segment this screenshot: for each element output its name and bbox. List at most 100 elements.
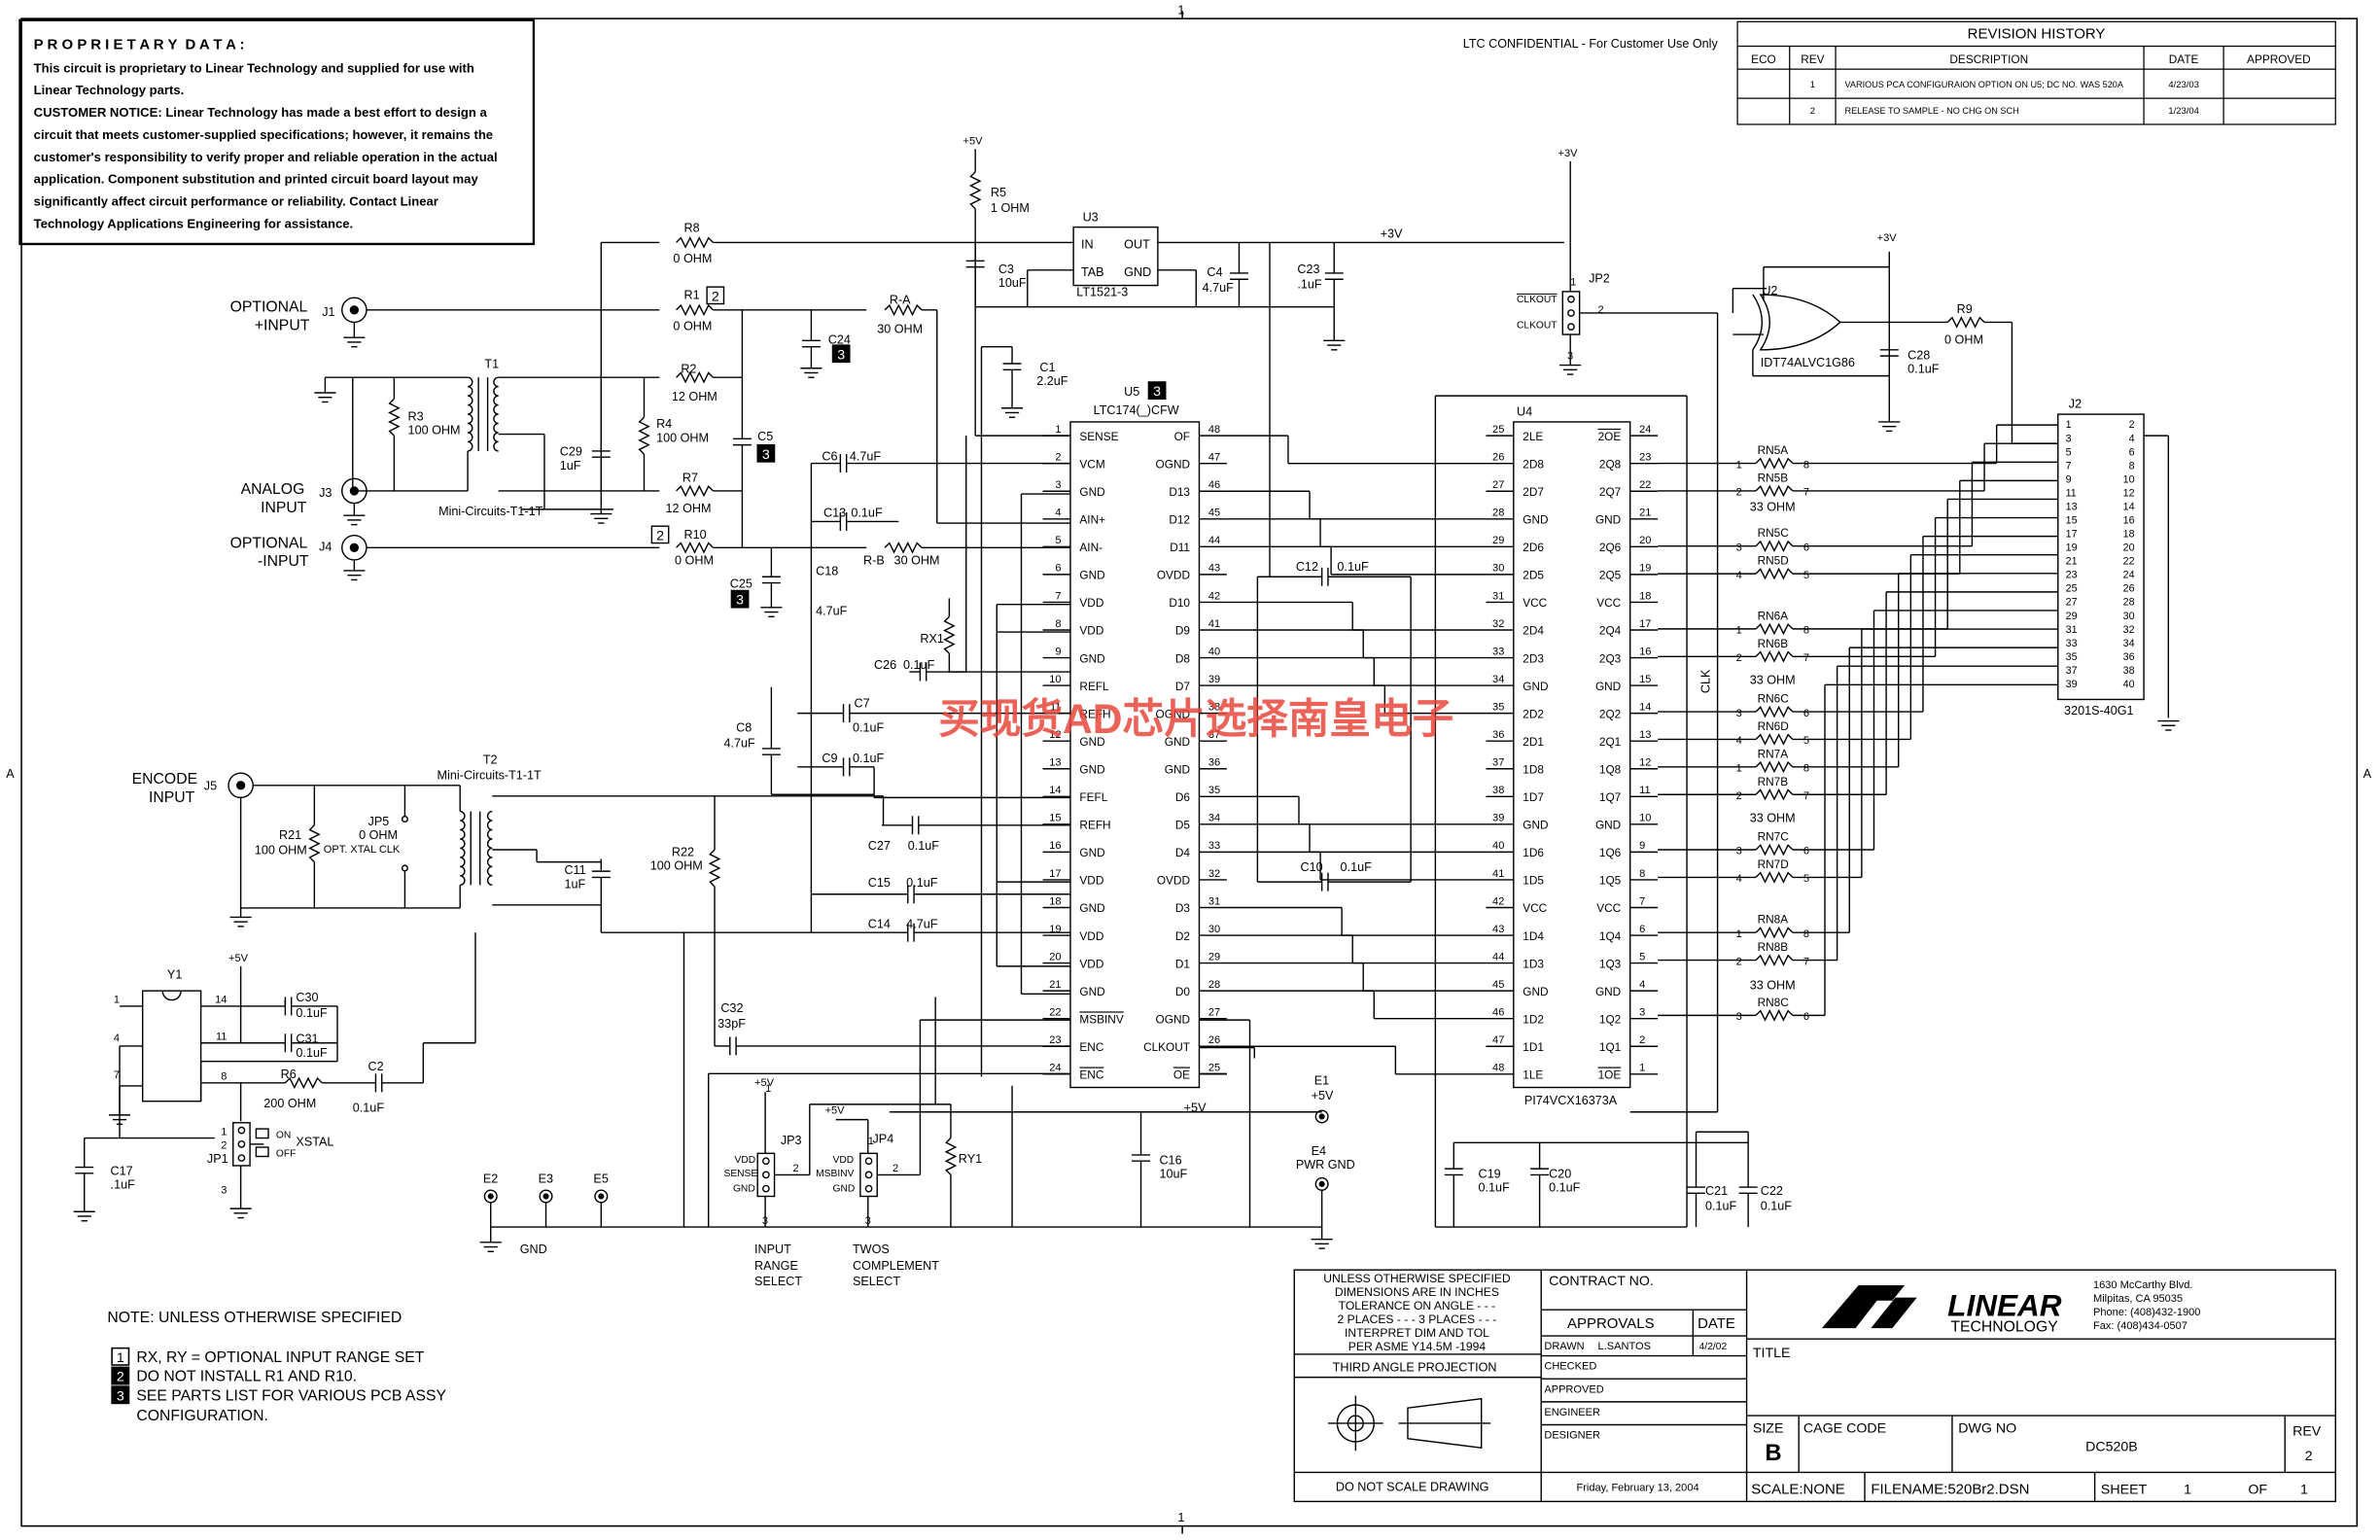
- u5-pin-name: OVDD: [1157, 569, 1190, 582]
- logo-sub: TECHNOLOGY: [1950, 1318, 2058, 1335]
- proprietary-notice: P R O P R I E T A R Y D A T A : This cir…: [18, 18, 536, 246]
- note-number-box: [111, 1385, 130, 1405]
- label-r3v: 100 OHM: [408, 424, 461, 438]
- label-t2: T2: [483, 753, 498, 767]
- u5-pin-number: 30: [1208, 924, 1220, 935]
- rn-pin-right: 7: [1803, 652, 1809, 664]
- u4-pin-number: 1: [1639, 1063, 1645, 1074]
- u4-pin-name: 2D8: [1522, 457, 1544, 471]
- config-jumpers: [490, 997, 1322, 1228]
- label-c29: C29: [560, 445, 582, 459]
- label-u3-part: LT1521-3: [1076, 286, 1128, 299]
- u5-pin-name: D7: [1175, 680, 1190, 693]
- label-u5-part: LTC174(_)CFW: [1094, 403, 1179, 417]
- label-r21: R21: [279, 828, 301, 842]
- label-c5: C5: [757, 430, 773, 443]
- u5-pin-number: 38: [1208, 701, 1220, 713]
- u5-pin-name: AIN-: [1079, 541, 1102, 554]
- notes-title: NOTE: UNLESS OTHERWISE SPECIFIED: [107, 1310, 402, 1326]
- u5-pin-number: 5: [1055, 535, 1061, 546]
- note-text: RX, RY = OPTIONAL INPUT RANGE SET: [136, 1349, 424, 1366]
- u5-pin-number: 19: [1049, 924, 1061, 935]
- label-box-u5: 3: [1153, 384, 1161, 400]
- label-p5v-rail: +5V: [1184, 1102, 1207, 1115]
- rn-pin-left: 4: [1736, 735, 1742, 747]
- u4-pin-number: 39: [1492, 813, 1504, 824]
- rn-ref: RN5B: [1758, 471, 1789, 484]
- u4-pin-number: 5: [1639, 951, 1645, 962]
- label-c8v: 4.7uF: [723, 736, 755, 750]
- rn-ref: RN6B: [1758, 637, 1789, 650]
- label-c11v: 1uF: [564, 877, 585, 891]
- label-r6v: 200 OHM: [263, 1097, 316, 1110]
- label-twos-1: TWOS: [853, 1242, 890, 1256]
- note-text: DO NOT INSTALL R1 AND R10.: [136, 1369, 357, 1385]
- rn-resistor: [1755, 954, 1794, 966]
- label-c27: C27: [868, 839, 891, 853]
- u5-pin-name: VDD: [1079, 596, 1103, 610]
- u5-pin-name: VDD: [1079, 929, 1103, 943]
- jp2-pin-number: 3: [1567, 350, 1573, 362]
- do-not-scale: DO NOT SCALE DRAWING: [1336, 1480, 1489, 1493]
- label-r22: R22: [672, 845, 694, 858]
- u5-pin-name: VDD: [1079, 957, 1103, 970]
- size-value: B: [1765, 1441, 1781, 1466]
- label-encode-1: ENCODE: [132, 771, 197, 788]
- u5-pin-name: OVDD: [1157, 874, 1190, 888]
- zone-top: 1: [1177, 3, 1184, 17]
- rn-resistor: [1755, 926, 1794, 939]
- label-r8: R8: [683, 221, 699, 234]
- rn-pin-left: 2: [1736, 790, 1742, 802]
- j2-pin-even: 32: [2123, 624, 2135, 636]
- label-u3-tab: TAB: [1081, 265, 1104, 279]
- label-c7v: 0.1uF: [853, 721, 885, 735]
- u5-pin-name: OGND: [1156, 457, 1190, 471]
- label-p5v-jp3: +5V: [754, 1077, 775, 1089]
- note-number: 1: [117, 1350, 124, 1366]
- proprietary-line: This circuit is proprietary to Linear Te…: [34, 60, 474, 75]
- label-input-range-3: SELECT: [754, 1275, 802, 1288]
- label-c24: C24: [828, 333, 851, 347]
- u4-pin-number: 33: [1492, 646, 1504, 657]
- label-r5: R5: [991, 186, 1006, 199]
- y1-pin-number: 14: [215, 995, 227, 1006]
- drawn-date: 4/2/02: [1699, 1342, 1728, 1352]
- rn-resistor: [1755, 1009, 1794, 1022]
- u5-pin-name: D0: [1175, 985, 1191, 998]
- revision-history-title: REVISION HISTORY: [1968, 26, 2106, 43]
- rn-pin-left: 3: [1736, 542, 1742, 553]
- label-c19v: 0.1uF: [1479, 1181, 1511, 1195]
- label-c25: C25: [730, 577, 752, 590]
- label-analog-2: INPUT: [261, 500, 307, 516]
- u5-pin-name: GND: [1079, 985, 1104, 998]
- label-c16: C16: [1159, 1153, 1181, 1167]
- j2-pin-odd: 7: [2066, 460, 2072, 472]
- u5-pin-name: GND: [1079, 485, 1104, 499]
- j2-pin-odd: 3: [2066, 433, 2072, 444]
- u5-pin-name: GND: [1165, 735, 1190, 749]
- u4-pin-name: 1Q7: [1599, 790, 1621, 804]
- j2-pin-odd: 5: [2066, 446, 2072, 458]
- u4-pin-number: 46: [1492, 1007, 1504, 1019]
- rn-pin-left: 3: [1736, 1011, 1742, 1023]
- j2-pin-even: 26: [2123, 583, 2135, 595]
- label-c1v: 2.2uF: [1036, 374, 1068, 388]
- u4-pin-name: 2Q2: [1599, 707, 1621, 720]
- label-u3-in: IN: [1081, 238, 1094, 252]
- rn-resistor: [1755, 760, 1794, 774]
- filename: FILENAME:520Br2.DSN: [1871, 1481, 2029, 1497]
- rn-ref: RN8B: [1758, 940, 1789, 954]
- label-c9v: 0.1uF: [853, 752, 885, 765]
- rn-ref: RN6C: [1758, 692, 1790, 706]
- u4-pin-number: 20: [1639, 535, 1651, 546]
- u4-pin-name: 2Q4: [1599, 624, 1622, 638]
- rn-resistor: [1755, 484, 1794, 498]
- j2-pin-even: 22: [2123, 556, 2135, 568]
- rn-pin-left: 4: [1736, 873, 1742, 885]
- u4-pin-name: 1Q4: [1599, 929, 1622, 943]
- u5-pin-number: 32: [1208, 868, 1220, 880]
- u5-pin-number: 40: [1208, 646, 1220, 657]
- y1-pin-number: 8: [221, 1071, 227, 1083]
- label-r7v: 12 OHM: [666, 502, 712, 515]
